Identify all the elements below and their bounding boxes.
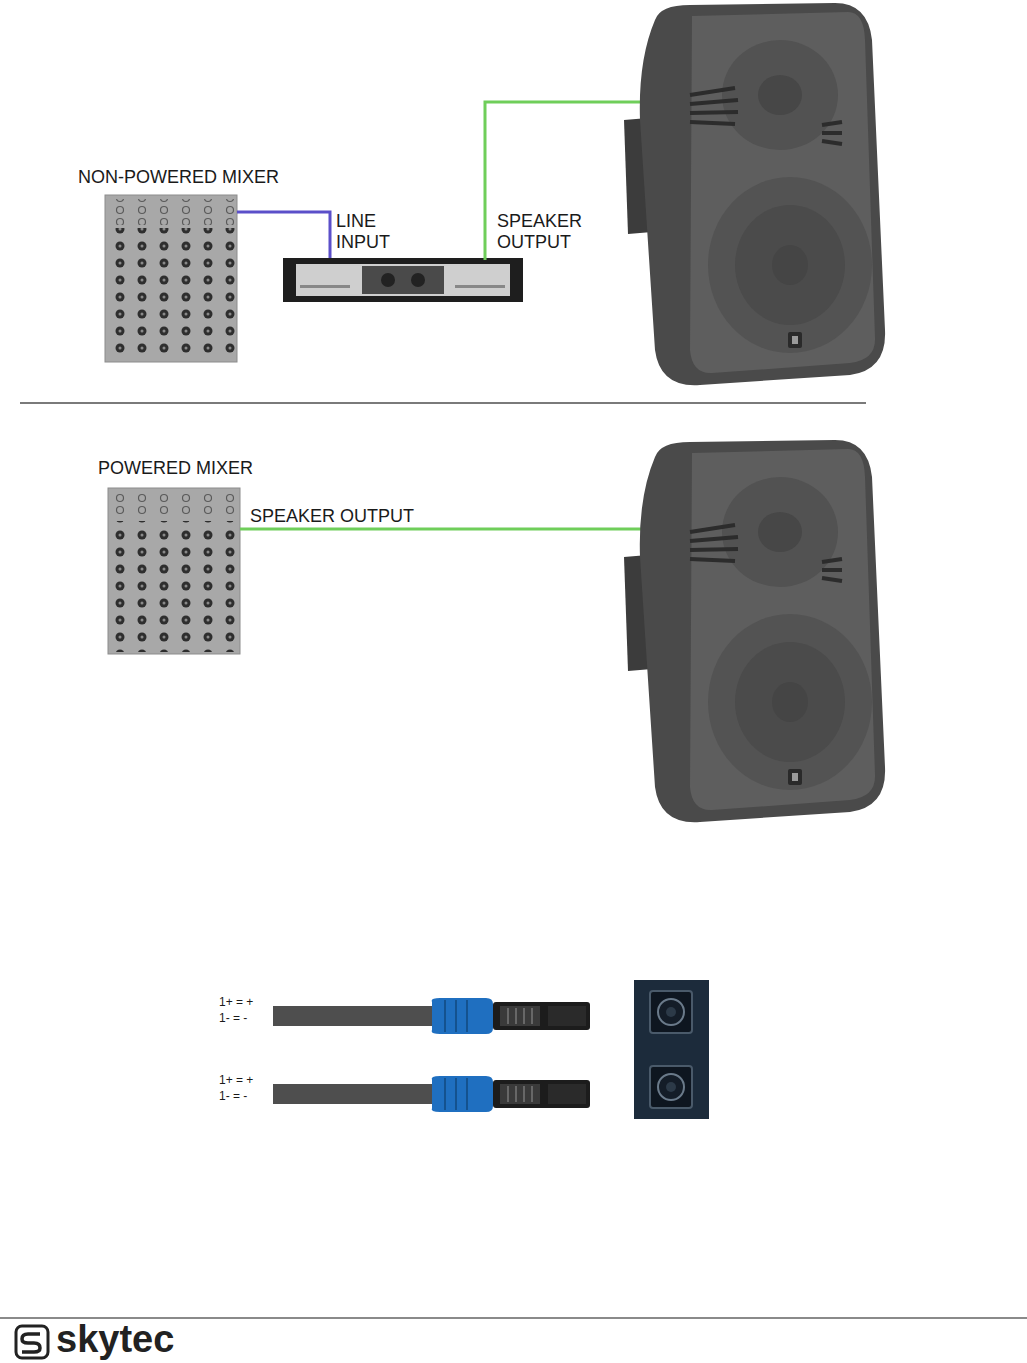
mixer-unit: POWERED MIXER (98, 458, 318, 654)
device-heading: NON-POWERED MIXER (78, 167, 318, 188)
signal-label: LINE INPUT (336, 211, 402, 252)
pin-label: 1- = - (219, 1012, 247, 1026)
signal-label: SPEAKER OUTPUT (250, 506, 414, 527)
pin-label: 1+ = + (219, 996, 253, 1010)
device-heading: POWERED MIXER (98, 458, 318, 479)
mixer-unit: NON-POWERED MIXER (78, 167, 318, 363)
signal-label: SPEAKER OUTPUT (497, 211, 597, 252)
pin-label: 1- = - (219, 1090, 247, 1104)
pin-label: 1+ = + (219, 1074, 253, 1088)
brand-logo: skytec (56, 1318, 174, 1362)
